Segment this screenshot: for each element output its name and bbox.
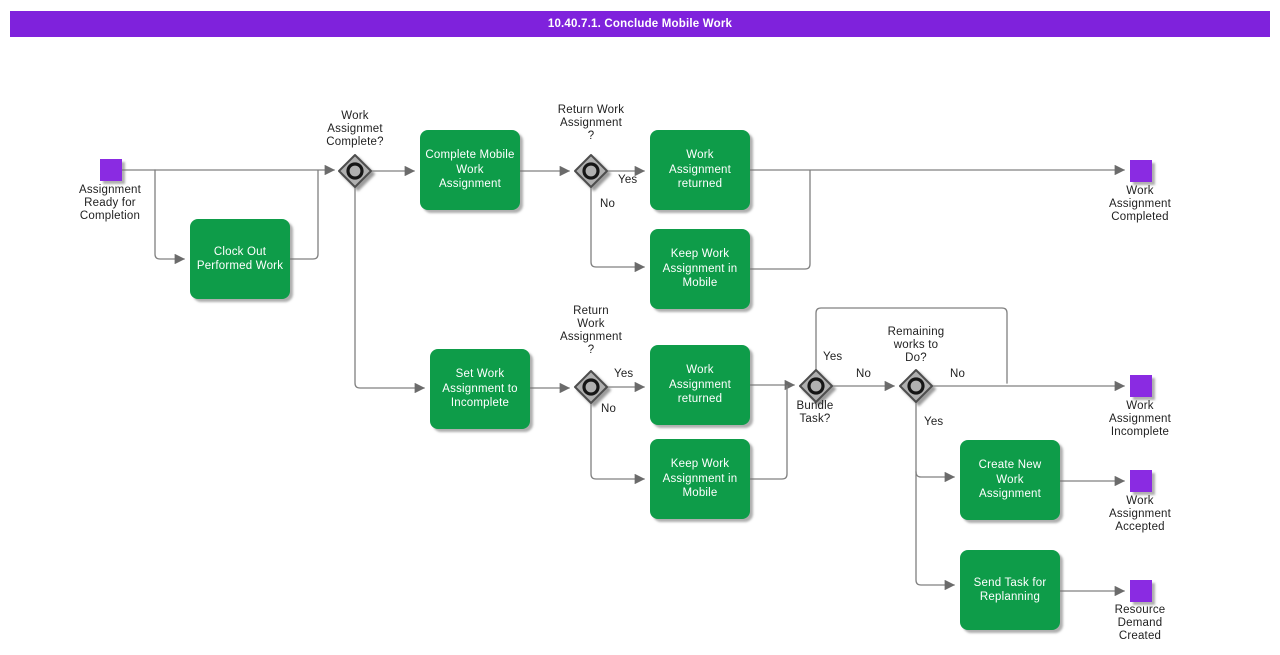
page-title: 10.40.7.1. Conclude Mobile Work	[547, 18, 733, 30]
label-gateway-work-complete: Work Assignmet Complete?	[326, 110, 384, 148]
gateway-work-complete	[338, 154, 372, 188]
gateway-return-top	[574, 154, 608, 188]
title-bar: 10.40.7.1. Conclude Mobile Work	[10, 11, 1270, 37]
task-keep-work-assignment-in-mobile-bottom[interactable]: Keep Work Assignment in Mobile	[650, 439, 750, 519]
task-work-assignment-returned-bottom[interactable]: Work Assignment returned	[650, 345, 750, 425]
gateway-remaining-works	[899, 369, 933, 403]
task-set-work-assignment-to-incomplete[interactable]: Set Work Assignment to Incomplete	[430, 349, 530, 429]
branch-label-yes-gw3: Yes	[614, 368, 634, 380]
gateway-circle-icon	[807, 377, 825, 395]
branch-label-no-gw5: No	[950, 368, 966, 380]
branch-label-yes-gw5: Yes	[924, 416, 944, 428]
end-event-work-assignment-completed[interactable]	[1130, 160, 1152, 182]
start-event-assignment-ready[interactable]	[100, 159, 122, 181]
flow-gw5-yes-send	[915, 401, 956, 591]
flow-gw1-to-setincomplete	[354, 186, 426, 394]
label-gateway-return-bottom: Return Work Assignment ?	[559, 305, 623, 356]
label-gateway-return-top: Return Work Assignment ?	[557, 104, 625, 142]
branch-label-yes-gw4: Yes	[823, 351, 843, 363]
gateway-bundle-task	[799, 369, 833, 403]
task-complete-mobile-work-assignment[interactable]: Complete Mobile Work Assignment	[420, 130, 520, 210]
gateway-circle-icon	[346, 162, 364, 180]
branch-label-no-gw2: No	[600, 198, 616, 210]
label-end-completed: Work Assignment Completed	[1108, 185, 1172, 223]
label-gateway-remaining-works: Remaining works to Do?	[887, 326, 945, 364]
gateway-circle-icon	[582, 378, 600, 396]
task-keep-work-assignment-in-mobile-top[interactable]: Keep Work Assignment in Mobile	[650, 229, 750, 309]
end-event-work-assignment-incomplete[interactable]	[1130, 375, 1152, 397]
task-create-new-work-assignment[interactable]: Create New Work Assignment	[960, 440, 1060, 520]
branch-label-yes-gw2: Yes	[618, 174, 638, 186]
label-gateway-bundle-task: Bundle Task?	[796, 400, 834, 425]
task-send-task-for-replanning[interactable]: Send Task for Replanning	[960, 550, 1060, 630]
flow-gw2-no-keep	[590, 186, 646, 273]
branch-label-no-gw4: No	[856, 368, 872, 380]
end-event-work-assignment-accepted[interactable]	[1130, 470, 1152, 492]
label-end-resource: Resource Demand Created	[1114, 604, 1166, 642]
label-end-accepted: Work Assignment Accepted	[1108, 495, 1172, 533]
label-end-incomplete: Work Assignment Incomplete	[1108, 400, 1172, 438]
gateway-return-bottom	[574, 370, 608, 404]
end-event-resource-demand-created[interactable]	[1130, 580, 1152, 602]
gateway-circle-icon	[907, 377, 925, 395]
flow-clockout-merge	[289, 170, 319, 260]
flow-gw5-yes-create	[915, 471, 956, 483]
label-start-event: Assignment Ready for Completion	[78, 184, 142, 222]
gateway-circle-icon	[582, 162, 600, 180]
branch-label-no-gw3: No	[601, 403, 617, 415]
task-clock-out-performed-work[interactable]: Clock Out Performed Work	[190, 219, 290, 299]
task-work-assignment-returned-top[interactable]: Work Assignment returned	[650, 130, 750, 210]
flow-gw3-no-keep2	[590, 402, 646, 485]
flow-keep-merge-top	[749, 170, 811, 270]
